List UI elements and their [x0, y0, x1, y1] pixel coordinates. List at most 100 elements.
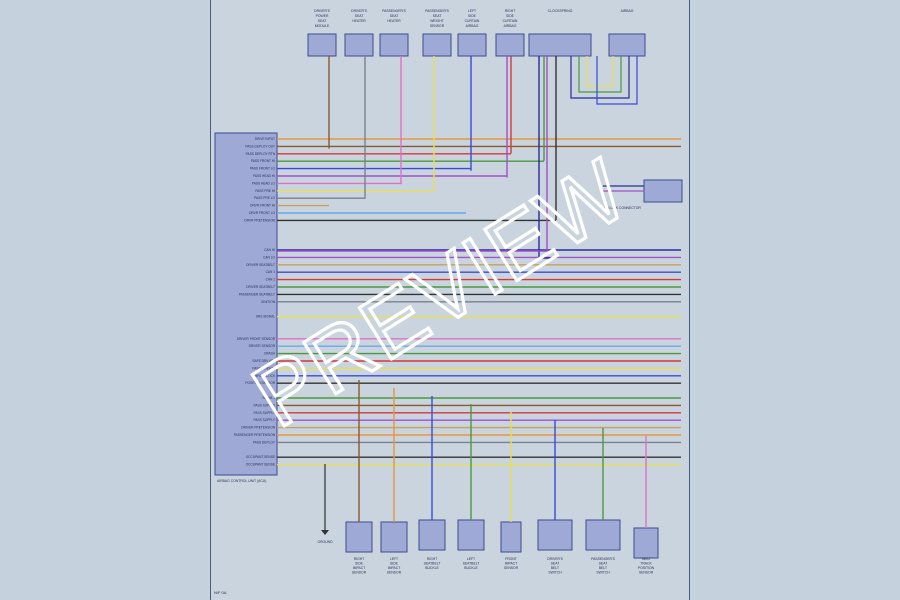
module-label: HEATER	[352, 19, 366, 23]
module-label: AIRBAG	[621, 9, 634, 13]
acu-pin-label: PASS FRONT LO	[250, 167, 276, 171]
module-label: LEFT	[467, 557, 475, 561]
acu-pin-label: IMPACT LOCK	[254, 374, 276, 378]
module-label: AIRBAG	[466, 24, 479, 28]
module-box	[528, 33, 592, 57]
acu-pin-label: DRIVER PRETENSION	[241, 426, 275, 430]
wiring-diagram: DRIVER'SPOWERSEATMODULEDRIVER'SSEATHEATE…	[214, 9, 683, 575]
module-label: BUCKLE	[464, 566, 478, 570]
module-label: SEAT	[642, 557, 651, 561]
wire	[538, 56, 551, 259]
acu-pin-label: CAN LO	[263, 255, 275, 259]
module-box	[418, 519, 446, 551]
module-label: SENSOR	[639, 571, 654, 575]
module-label: RIGHT	[427, 557, 438, 561]
acu-pin-label: DRIVE INPUT	[255, 137, 275, 141]
module-box	[585, 519, 621, 551]
ground-arrow	[321, 530, 329, 535]
acu-pin-label: PASSENGER PRETENSION	[234, 433, 276, 437]
wire	[586, 56, 614, 87]
module-label: SENSOR	[352, 571, 367, 575]
module-label: CLOCKSPRING	[548, 9, 573, 13]
acu-pin-label: POSITION SENSOR	[245, 381, 275, 385]
module-box	[307, 33, 337, 57]
acu-pin-label: PASS HEAD HI	[253, 174, 275, 178]
wire	[277, 56, 548, 252]
module-label: PASSENGER'S	[591, 557, 615, 561]
acu-pin-label: CAN 2	[266, 278, 276, 282]
module-label: IMPACT	[388, 566, 401, 570]
acu-module: AIRBAG CONTROL UNIT (ACU)DRIVE INPUTPASS…	[214, 132, 278, 483]
module-box	[457, 519, 485, 551]
module-label: BUCKLE	[425, 566, 439, 570]
module-label: SENSOR	[504, 566, 519, 570]
top-module: AIRBAG	[608, 9, 646, 57]
acu-pin-label: PASS DEPLOY RTN	[246, 152, 276, 156]
module-label: SWITCH	[548, 571, 562, 575]
module-label: WEIGHT	[430, 19, 444, 23]
acu-pin-label: OCCUPANT SENSE	[246, 463, 275, 467]
acu-pin-label: DRVR FRONT HI	[250, 204, 275, 208]
module-label: PASSENGER'S	[382, 9, 406, 13]
acu-pin-label: DRIVER SEATBELT	[246, 263, 275, 267]
module-label: SIDE	[390, 562, 399, 566]
module-box	[633, 527, 659, 559]
module-label: LEFT	[468, 9, 476, 13]
module-label: CURTAIN	[465, 19, 480, 23]
module-label: SEATBELT	[424, 562, 441, 566]
module-label: FRONT	[505, 557, 517, 561]
module-label: DRIVER'S	[351, 9, 367, 13]
module-label: RIGHT	[354, 557, 365, 561]
acu-pin-label: SRS SIGNAL	[256, 315, 275, 319]
module-label: IMPACT	[353, 566, 366, 570]
module-label: RIGHT	[505, 9, 516, 13]
module-label: TRACK	[640, 562, 652, 566]
wire	[596, 56, 638, 105]
acu-pin-label: PASS DEPLOY OUT	[245, 144, 275, 148]
acu-pin-label: PASSENGER SEATBELT	[239, 292, 275, 296]
module-box	[608, 33, 646, 57]
acu-pin-label: PASS PRE HI	[255, 189, 275, 193]
module-label: SIDE	[468, 14, 477, 18]
module-label: DRIVER'S	[314, 9, 330, 13]
module-label: BELT	[599, 566, 607, 570]
module-label: SWITCH	[596, 571, 610, 575]
module-label: SEAT	[551, 562, 560, 566]
acu-pin-label: PASS SUPPLY	[254, 403, 276, 407]
acu-pin-label: DRVR PRETENSION	[244, 218, 275, 222]
acu-pin-label: IGNITION	[261, 300, 276, 304]
module-label: BELT	[551, 566, 559, 570]
acu-pin-label: CAN 1	[266, 270, 276, 274]
acu-pin-label: PASS DEPLOY	[253, 440, 276, 444]
acu-pin-label: SAFE DRV ADJ	[252, 359, 275, 363]
ground-symbol: GROUND	[317, 464, 333, 544]
module-label: SIDE	[355, 562, 364, 566]
module-box	[345, 521, 373, 553]
wire	[570, 56, 630, 99]
module-label: SEAT	[433, 14, 442, 18]
module-label: CURTAIN	[503, 19, 518, 23]
module-box	[643, 179, 683, 203]
module-label: AIRBAG	[504, 24, 517, 28]
module-label: SEAT	[355, 14, 364, 18]
acu-pin-label: PASS PRE LO	[254, 196, 275, 200]
module-label: DATA LINK CONNECTOR	[601, 206, 641, 210]
acu-pin-label: OCCUPANT SENSE	[246, 455, 275, 459]
acu-box	[214, 132, 278, 476]
watermark-text: PREVIEW	[236, 139, 645, 445]
acu-pin-label: DRVR FRONT LO	[249, 211, 275, 215]
module-label: SEAT	[318, 19, 327, 23]
acu-pin-label: DRIVER SEATBELT	[246, 285, 275, 289]
ground-label: GROUND	[317, 540, 333, 544]
acu-pin-label: PASS FRONT HI	[251, 159, 275, 163]
acu-pin-label: PASS SUPPLY	[254, 418, 276, 422]
